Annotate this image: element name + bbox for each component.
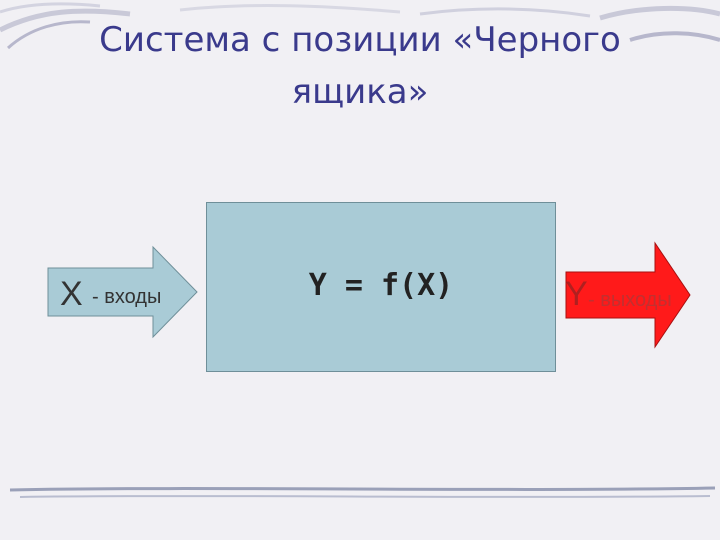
swoosh-top-middle-2 — [419, 7, 591, 18]
output-label: - выходы — [588, 289, 672, 311]
swoosh-top-right — [599, 5, 720, 21]
input-label: - входы — [92, 286, 162, 308]
output-arrow — [565, 241, 691, 349]
slide-title-line-2: ящика» — [291, 72, 429, 112]
bottom-rule-2 — [19, 495, 711, 498]
swoosh-top-middle — [179, 4, 401, 14]
swoosh-top-left — [0, 8, 131, 33]
swoosh-top-right-2 — [629, 31, 720, 42]
box-formula: Y = f(X) — [308, 268, 454, 303]
input-letter: X — [60, 275, 83, 313]
input-arrow — [47, 245, 198, 339]
slide-title: Система с позиции «Черного ящика» — [60, 14, 660, 118]
black-box — [206, 202, 556, 372]
swoosh-top-left-2 — [6, 20, 91, 50]
output-letter: Y — [565, 275, 588, 313]
bottom-rule — [9, 486, 716, 492]
slide-title-line-1: Система с позиции «Черного — [99, 20, 621, 60]
swoosh-top-left-3 — [0, 2, 101, 14]
